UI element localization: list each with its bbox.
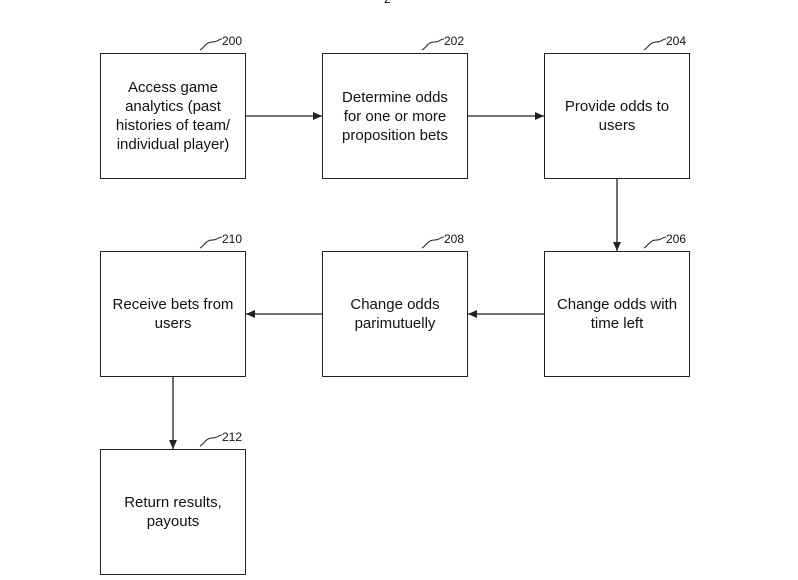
ref-leader-200 (199, 38, 223, 51)
step-text-212: Return results, payouts (124, 494, 222, 530)
ref-leader-208 (421, 236, 445, 249)
ref-label-210: 210 (222, 232, 243, 246)
ref-label-202: 202 (444, 34, 465, 48)
step-box-204: Provide odds to users (544, 53, 690, 179)
step-box-200: Access game analytics (past histories of… (100, 53, 246, 179)
step-box-212: Return results, payouts (100, 449, 246, 575)
step-box-202: Determine odds for one or more propositi… (322, 53, 468, 179)
step-text-210: Receive bets from users (112, 296, 234, 332)
ref-leader-202 (421, 38, 445, 51)
step-box-208: Change odds parimutuelly (322, 251, 468, 377)
step-text-208: Change odds parimutuelly (350, 296, 440, 332)
step-box-206: Change odds with time left (544, 251, 690, 377)
ref-leader-212 (199, 434, 223, 447)
step-text-206: Change odds with time left (556, 296, 678, 332)
step-text-204: Provide odds to users (564, 98, 670, 134)
step-box-210: Receive bets from users (100, 251, 246, 377)
ref-label-208: 208 (444, 232, 465, 246)
ref-label-212: 212 (222, 430, 243, 444)
ref-leader-206 (643, 236, 667, 249)
ref-label-204: 204 (666, 34, 687, 48)
step-text-202: Determine odds for one or more propositi… (342, 88, 448, 144)
step-text-200: Access game analytics (past histories of… (115, 79, 231, 153)
figure-header-mark: 2 (384, 0, 391, 6)
ref-leader-204 (643, 38, 667, 51)
ref-leader-210 (199, 236, 223, 249)
ref-label-206: 206 (666, 232, 687, 246)
ref-label-200: 200 (222, 34, 243, 48)
